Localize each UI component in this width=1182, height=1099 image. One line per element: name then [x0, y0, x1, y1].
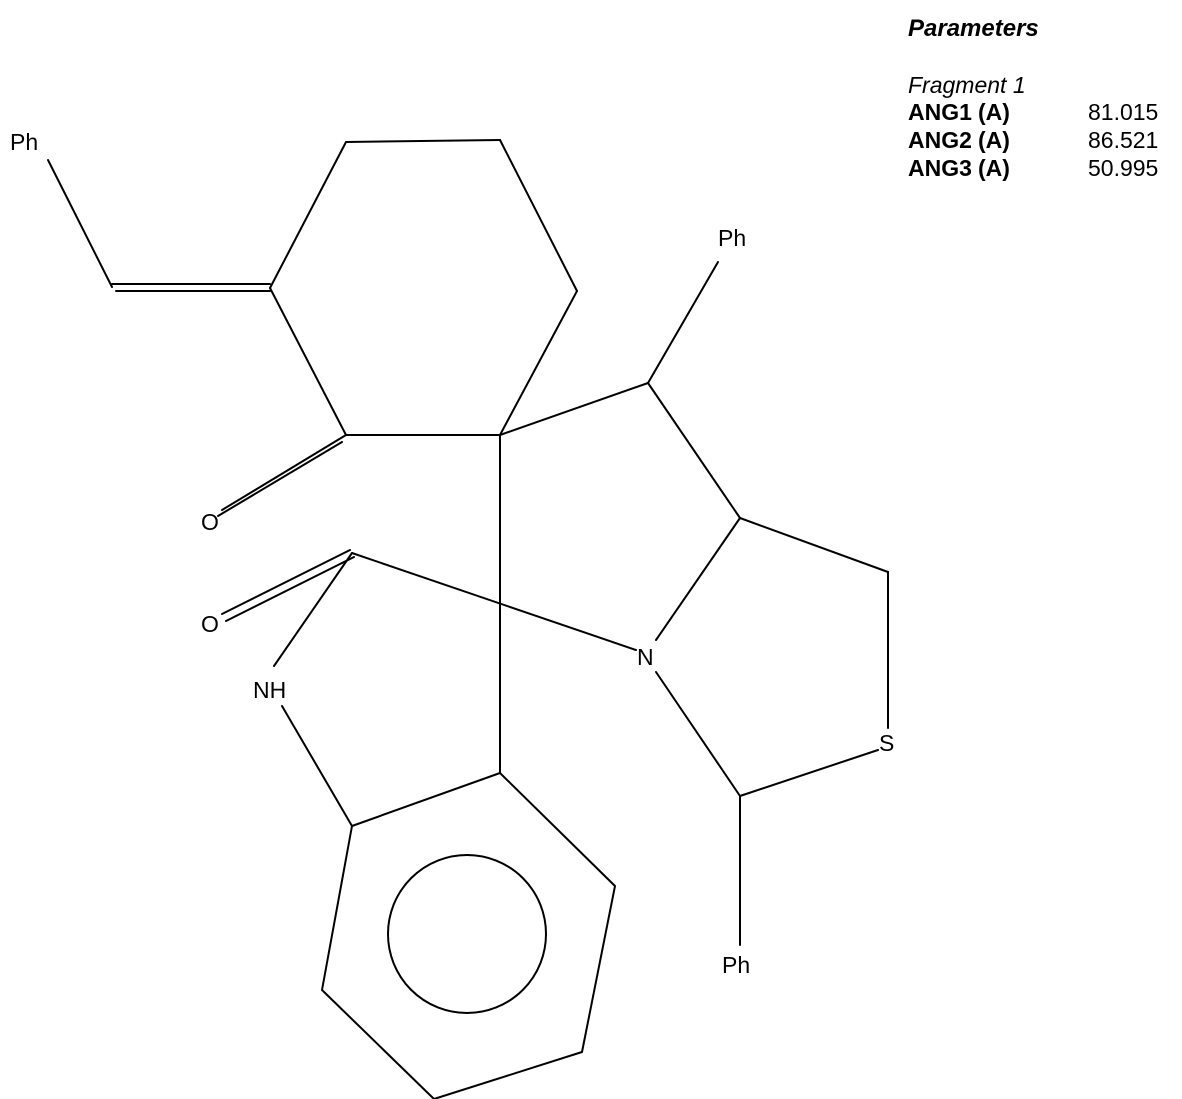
- parameter-value: 81.015: [1088, 99, 1159, 125]
- parameter-name: ANG1: [908, 99, 972, 125]
- bond-n-to-chph: [655, 671, 741, 797]
- parameter-row-ang1: ANG1 (A) 81.015: [908, 98, 1178, 126]
- parameter-name: ANG2: [908, 127, 972, 153]
- bond-carbonyl-to-nh: [273, 552, 353, 667]
- parameter-value: 50.995: [1088, 155, 1159, 181]
- bond-cyclohexane-6: [269, 141, 347, 289]
- atom-n: N: [637, 644, 654, 670]
- parameter-name: ANG3: [908, 155, 972, 181]
- bond-benzylidene-ph: [47, 159, 113, 288]
- parameters-panel: Parameters Fragment 1 ANG1 (A) 81.015 AN…: [908, 14, 1178, 182]
- bond-nh-to-ring: [281, 705, 353, 827]
- bond-cyclohexane-3: [499, 290, 578, 436]
- fragment-label: Fragment 1: [908, 72, 1026, 98]
- bond-chph-to-ph: [647, 261, 719, 384]
- bond-cyclohexane-2: [499, 139, 578, 292]
- bond-ketone-double-a: [221, 434, 347, 511]
- parameter-unit: (A): [978, 155, 1010, 181]
- atom-ph-top-right: Ph: [718, 225, 746, 251]
- bond-carbonyl-to-n: [351, 552, 637, 651]
- parameter-value: 86.521: [1088, 127, 1159, 153]
- bond-cyclohexane-5: [269, 287, 347, 436]
- parameter-row-ang2: ANG2 (A) 86.521: [908, 126, 1178, 154]
- atom-s: S: [879, 730, 894, 756]
- bond-ch-to-n: [655, 517, 741, 641]
- parameter-unit: (A): [978, 127, 1010, 153]
- bond-lactam-double-a: [221, 549, 351, 615]
- atom-o-ketone: O: [201, 509, 219, 535]
- benzene-aromatic-circle: [387, 854, 547, 1014]
- parameters-title: Parameters: [908, 15, 1039, 42]
- bond-chph-to-ch: [647, 382, 741, 519]
- benzene-ring: [321, 772, 616, 1099]
- bond-ch-to-ch2: [739, 517, 889, 573]
- parameter-row-ang3: ANG3 (A) 50.995: [908, 154, 1178, 182]
- parameter-unit: (A): [978, 99, 1010, 125]
- bond-cyclohexane-1: [345, 139, 501, 143]
- bond-spiro-to-chph: [499, 382, 649, 436]
- atom-ph-bottom: Ph: [722, 952, 750, 978]
- bond-ketone-double-b: [217, 441, 343, 517]
- bond-lactam-double-b: [225, 556, 355, 622]
- bond-s-to-chph: [739, 749, 879, 797]
- atom-nh: NH: [253, 677, 286, 703]
- atom-ph-top-left: Ph: [10, 129, 38, 155]
- atom-o-lactam: O: [201, 611, 219, 637]
